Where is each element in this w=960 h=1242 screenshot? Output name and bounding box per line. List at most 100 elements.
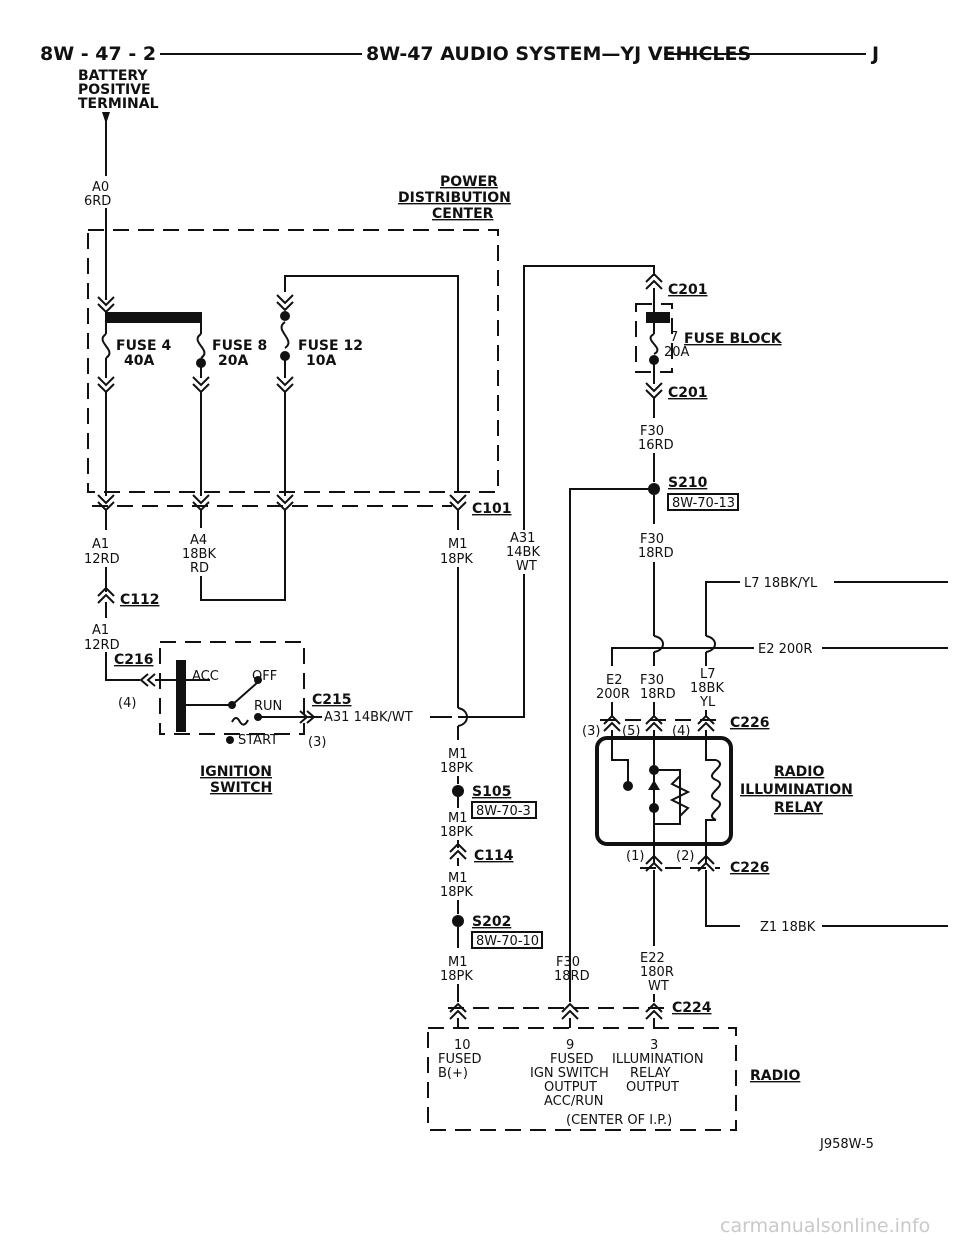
pdc-label-3: CENTER	[432, 206, 494, 222]
wire-a1b-color: 12RD	[84, 638, 120, 653]
splice-s202-ref-box	[471, 931, 543, 949]
fuse-4-icon	[101, 333, 111, 359]
fuse-12-label: FUSE 12	[298, 338, 363, 354]
wire-l7-color-2: YL	[699, 695, 716, 710]
wire-l7-side: L7 18BK/YL	[744, 576, 818, 591]
wire-m1b-color: 18PK	[440, 761, 473, 776]
wire-e2-color: 200R	[596, 687, 630, 702]
splice-s202-dot	[452, 915, 464, 927]
wire-m1-label: M1	[448, 537, 468, 552]
splice-s105-ref: 8W-70-3	[476, 804, 531, 819]
wire-a31-color: 14BK	[506, 545, 540, 560]
wire-m1c-label: M1	[448, 811, 468, 826]
c215-label: C215	[312, 692, 352, 708]
fuse-12-amp: 10A	[306, 353, 336, 369]
wire-e2-side: E2 200R	[758, 642, 812, 657]
wire-m1d-label: M1	[448, 871, 468, 886]
battery-arrow-icon	[102, 112, 110, 124]
section-letter: J	[870, 43, 879, 65]
radio-label: RADIO	[750, 1068, 800, 1084]
wire-a1b-label: A1	[92, 623, 109, 638]
radio-location: (CENTER OF I.P.)	[566, 1113, 672, 1128]
page-title: 8W-47 AUDIO SYSTEM—YJ VEHICLES	[366, 43, 751, 65]
wire-a31-label: A31	[510, 531, 535, 546]
fuse-block-num: 7	[670, 330, 678, 345]
relay-pin-4: (4)	[672, 724, 690, 739]
c112-label: C112	[120, 592, 160, 608]
relay-contact-icon	[648, 780, 660, 790]
switch-run: RUN	[254, 699, 282, 714]
radio-box	[427, 1027, 737, 1131]
battery-label-2: POSITIVE	[78, 82, 151, 98]
fuse-7-icon	[649, 333, 659, 355]
relay-coil-icon	[711, 759, 721, 821]
wire-a1-color: 12RD	[84, 552, 120, 567]
wire-a1-label: A1	[92, 537, 109, 552]
wire-m1c-color: 18PK	[440, 825, 473, 840]
c216-pin: (4)	[118, 696, 136, 711]
pdc-internal-feed	[284, 275, 459, 492]
radio-pin-9-c: OUTPUT	[544, 1080, 597, 1095]
pdc-label-1: POWER	[440, 174, 498, 190]
wire-a31-side: A31 14BK/WT	[324, 710, 413, 725]
c201-bottom-label: C201	[668, 385, 708, 401]
c226-top-label: C226	[730, 715, 770, 731]
c216-label: C216	[114, 652, 154, 668]
wire-m1b-label: M1	[448, 747, 468, 762]
c226-bottom-label: C226	[730, 860, 770, 876]
wire-f30c-color: 18RD	[640, 687, 676, 702]
c114-label: C114	[474, 848, 514, 864]
c201-top-label: C201	[668, 282, 708, 298]
wire-l7-color: 18BK	[690, 681, 724, 696]
wire-z1-side: Z1 18BK	[760, 920, 816, 935]
fuse-8-label: FUSE 8	[212, 338, 267, 354]
radio-pin-9-d: ACC/RUN	[544, 1094, 603, 1109]
wire-m1e-label: M1	[448, 955, 468, 970]
wire-f30d	[569, 488, 654, 1002]
pdc-box	[87, 229, 499, 493]
wire-a31-upper	[523, 265, 655, 530]
wire-e2-label: E2	[606, 673, 623, 688]
splice-s202-ref: 8W-70-10	[476, 934, 539, 949]
radio-pin-9-b: IGN SWITCH	[530, 1066, 609, 1081]
fuse-8-icon	[196, 333, 206, 359]
fuse-8-amp: 20A	[218, 353, 248, 369]
splice-s210-ref-box	[667, 493, 739, 511]
fuse-4-amp: 40A	[124, 353, 154, 369]
wire-f30d-label: F30	[556, 955, 580, 970]
radio-pin-9-a: FUSED	[550, 1052, 593, 1067]
wire-e22-color-2: WT	[648, 979, 669, 994]
wire-f30c-label: F30	[640, 673, 664, 688]
wire-e22-label: E22	[640, 951, 665, 966]
wire-m1-color: 18PK	[440, 552, 473, 567]
splice-s105-label: S105	[472, 784, 511, 800]
splice-s105-dot	[452, 785, 464, 797]
wire-f30b-label: F30	[640, 532, 664, 547]
wire-m1e-color: 18PK	[440, 969, 473, 984]
wire-m1d-color: 18PK	[440, 885, 473, 900]
splice-s210-label: S210	[668, 475, 708, 491]
radio-pin-10-a: FUSED	[438, 1052, 481, 1067]
relay-label-2: ILLUMINATION	[740, 782, 853, 798]
wire-a0-label: A0	[92, 180, 109, 195]
radio-pin-9: 9	[566, 1038, 574, 1053]
relay-pin-2: (2)	[676, 849, 694, 864]
switch-start: START	[238, 733, 278, 748]
pdc-busbar	[106, 312, 202, 323]
wire-a0-color: 6RD	[84, 194, 111, 209]
wire-f30d-color: 18RD	[554, 969, 590, 984]
fuse-4-label: FUSE 4	[116, 338, 171, 354]
radio-pin-3-a: ILLUMINATION	[612, 1052, 704, 1067]
resistor-icon	[669, 775, 691, 817]
radio-pin-3: 3	[650, 1038, 658, 1053]
wire-l7-label: L7	[700, 667, 716, 682]
radio-illumination-relay	[595, 736, 733, 846]
fuse-12-icon	[280, 321, 290, 349]
battery-label-3: TERMINAL	[78, 96, 159, 112]
radio-pin-10-b: B(+)	[438, 1066, 468, 1081]
wire-f30a-color: 16RD	[638, 438, 674, 453]
ignition-switch-label-2: SWITCH	[210, 780, 272, 796]
wire-a4-color-2: RD	[190, 561, 209, 576]
c224-label: C224	[672, 1000, 712, 1016]
